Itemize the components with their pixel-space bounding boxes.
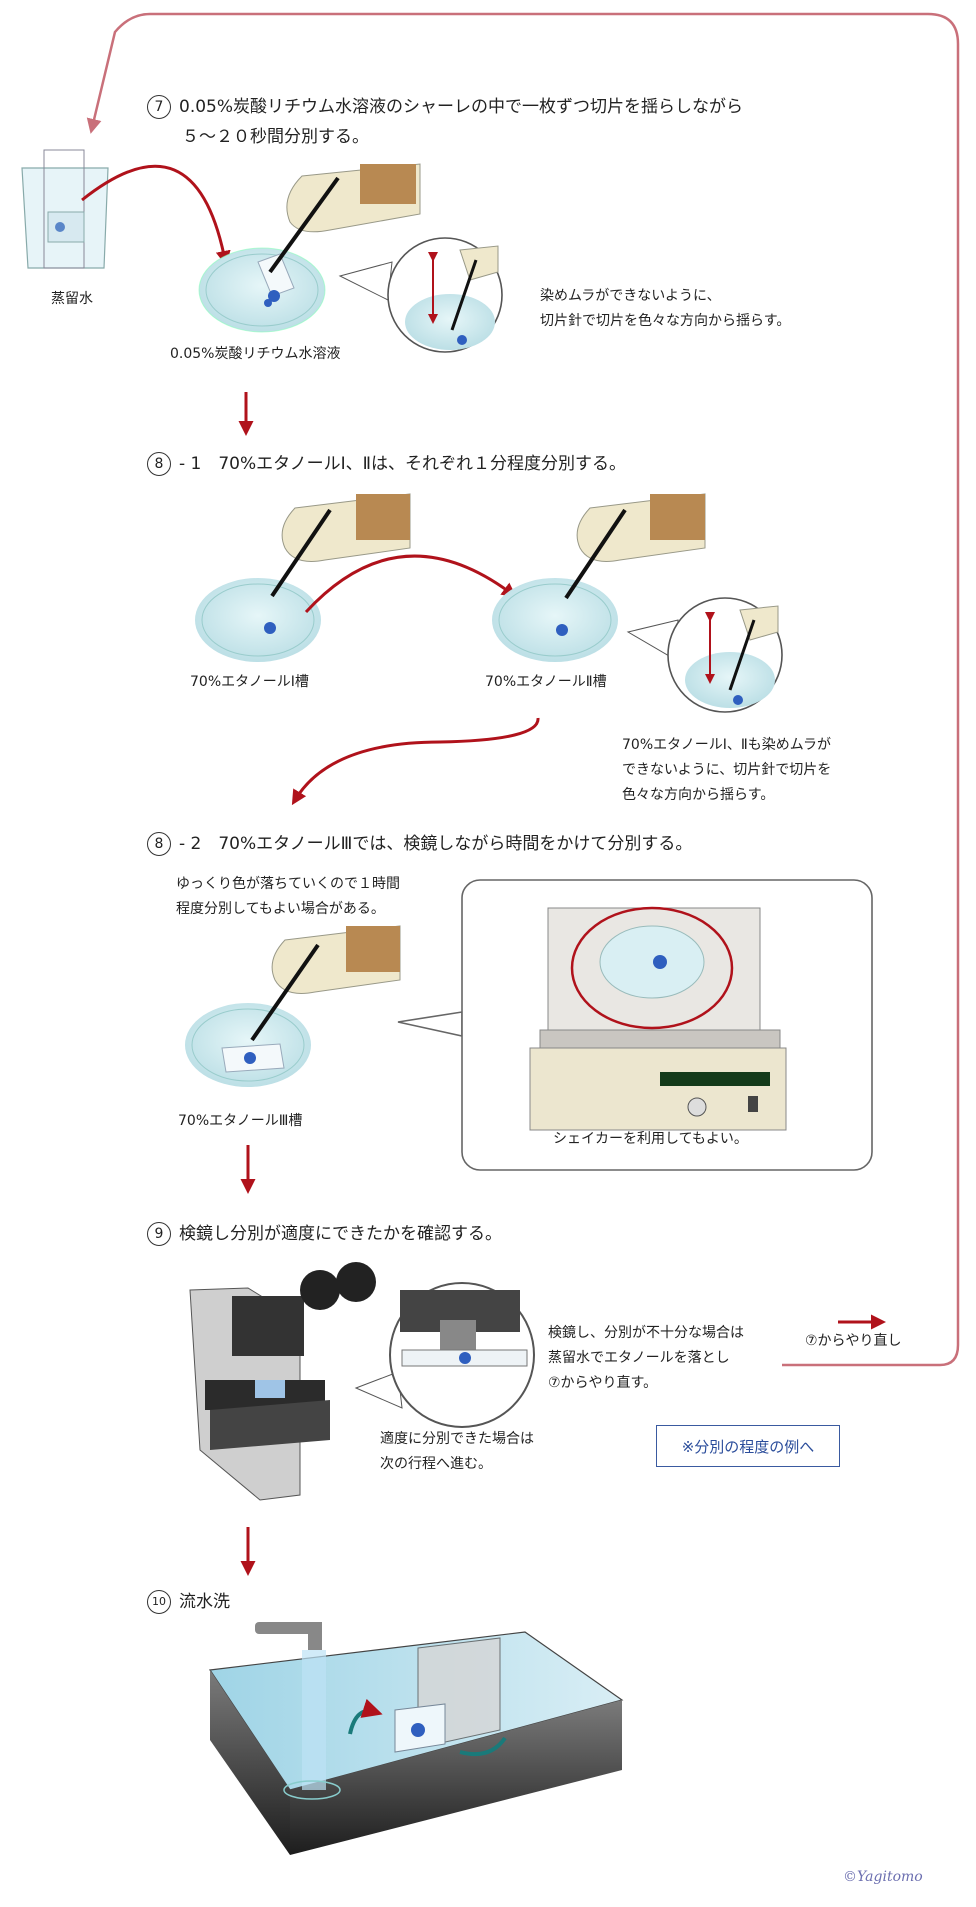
step-8-2-heading: 8 - 2 70%エタノールⅢでは、検鏡しながら時間をかけて分別する。 — [147, 832, 692, 856]
step-7-number: 7 — [147, 95, 171, 119]
note-9-insufficient-3: ⑦からやり直す。 — [548, 1375, 658, 1391]
signature: ©Yagitomo — [843, 1869, 923, 1885]
note-8-2-line1: ゆっくり色が落ちていくので１時間 — [176, 876, 400, 892]
note-8-1-line1: 70%エタノールⅠ、Ⅱも染めムラが — [622, 737, 832, 753]
step-7-text2: ５～２０秒間分別する。 — [182, 127, 369, 147]
note-9-insufficient-1: 検鏡し、分別が不十分な場合は — [548, 1325, 744, 1341]
ethanol-2-label: 70%エタノールⅡ槽 — [485, 674, 607, 690]
redo-label: ⑦からやり直し — [805, 1333, 902, 1349]
zoom-bubble-9 — [354, 1282, 535, 1428]
note-9-ok-2: 次の行程へ進む。 — [380, 1456, 492, 1472]
zoom-bubble-7 — [338, 237, 503, 353]
ethanol-1-label: 70%エタノールⅠ槽 — [190, 674, 309, 690]
distilled-water-beaker — [21, 149, 109, 269]
step-10-text: 流水洗 — [179, 1592, 230, 1612]
separation-examples-link[interactable]: ※分別の程度の例へ — [656, 1425, 840, 1467]
arrow-8-1-to-8-2 — [291, 717, 540, 806]
shaker-label: シェイカーを利用してもよい。 — [553, 1131, 748, 1147]
note-8-1-line2: できないように、切片針で切片を — [622, 762, 832, 778]
step-9-heading: 9 検鏡し分別が適度にできたかを確認する。 — [147, 1222, 502, 1246]
step-9-text: 検鏡し分別が適度にできたかを確認する。 — [179, 1224, 502, 1244]
note-9-insufficient-2: 蒸留水でエタノールを落とし — [548, 1350, 730, 1366]
microscope — [189, 1262, 376, 1501]
lithium-dish — [198, 247, 326, 333]
step-10-number: 10 — [147, 1590, 171, 1614]
step-8-1-heading: 8 - 1 70%エタノールⅠ、Ⅱは、それぞれ１分程度分別する。 — [147, 452, 626, 476]
lithium-solution-label: 0.05%炭酸リチウム水溶液 — [170, 346, 341, 362]
rinse-tank — [208, 1622, 624, 1855]
step-10-heading: 10 流水洗 — [147, 1590, 230, 1614]
step-8-2-text: - 2 70%エタノールⅢでは、検鏡しながら時間をかけて分別する。 — [179, 834, 693, 854]
step-9-number: 9 — [147, 1222, 171, 1246]
note-8-2-line2: 程度分別してもよい場合がある。 — [176, 901, 385, 917]
ethanol-dish-2 — [492, 578, 618, 662]
step-8-1-text: - 1 70%エタノールⅠ、Ⅱは、それぞれ１分程度分別する。 — [179, 454, 627, 474]
gloved-hand-8-1b — [564, 493, 706, 600]
step-7-text1: 0.05%炭酸リチウム水溶液のシャーレの中で一枚ずつ切片を揺らしながら — [179, 97, 744, 117]
arrow-dish1-to-dish2 — [304, 554, 517, 614]
gloved-hand-8-1a — [270, 493, 411, 598]
gloved-hand-needle — [268, 163, 421, 274]
note-7-line1: 染めムラができないように、 — [540, 288, 721, 304]
shaker-callout — [397, 879, 873, 1171]
ethanol-dish-1 — [195, 578, 321, 662]
arrow-beaker-to-dish — [81, 164, 231, 266]
note-9-ok-1: 適度に分別できた場合は — [380, 1431, 534, 1447]
step-8-1-number: 8 — [147, 452, 171, 476]
ethanol-dish-3 — [185, 1003, 311, 1087]
zoom-bubble-8-1 — [626, 597, 783, 713]
step-7-line1: 7 0.05%炭酸リチウム水溶液のシャーレの中で一枚ずつ切片を揺らしながら — [147, 95, 743, 119]
redo-loop-arrow — [86, 12, 960, 1367]
note-8-1-line3: 色々な方向から揺らす。 — [622, 787, 775, 803]
distilled-water-label: 蒸留水 — [51, 291, 93, 307]
step-8-2-number: 8 — [147, 832, 171, 856]
note-7-line2: 切片針で切片を色々な方向から揺らす。 — [540, 313, 791, 329]
ethanol-3-label: 70%エタノールⅢ槽 — [178, 1113, 303, 1129]
gloved-hand-8-2 — [250, 925, 401, 1042]
